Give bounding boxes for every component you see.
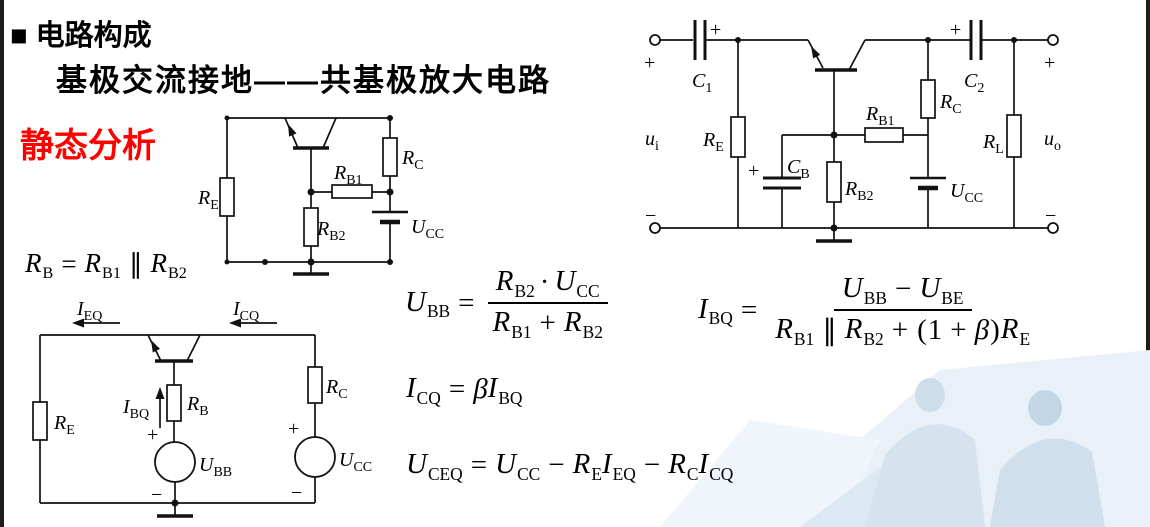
junction-dots <box>735 37 1017 232</box>
minus-sign: − <box>291 482 302 504</box>
transistor <box>147 334 201 385</box>
minus-sign: − <box>645 205 656 227</box>
subtitle: 基极交流接地——共基极放大电路 <box>56 63 551 98</box>
label-re: RE <box>702 129 724 155</box>
resistor-rb1: RB1 <box>834 103 928 143</box>
label-ucc: UCC <box>411 216 444 242</box>
junction-dot <box>171 499 179 507</box>
junction-dots <box>224 115 394 266</box>
current-arrow-icq: ICQ <box>229 298 277 328</box>
page-title: ■ 电路构成 <box>10 20 152 52</box>
label-rb1: RB1 <box>865 103 895 129</box>
resistor-rb2: RB2 <box>826 135 874 228</box>
label-rb2: RB2 <box>844 178 874 204</box>
label-icq: ICQ <box>232 298 259 324</box>
capacitor-cb: + CB <box>748 134 834 228</box>
capacitor-c2: + C2 <box>950 19 984 96</box>
resistor-rc: RC <box>920 40 962 178</box>
label-rc: RC <box>939 91 962 117</box>
transistor <box>284 117 337 192</box>
capacitor-c1: + C1 <box>692 19 721 96</box>
label-ubb: UBB <box>199 454 232 480</box>
resistor-re: RE <box>32 335 75 503</box>
plus-sign: + <box>288 418 299 440</box>
thevenin-circuit-svg: IEQ ICQ RB IBQ + UBB − RE RC <box>32 298 372 518</box>
label-re: RE <box>197 187 219 213</box>
resistor-rc: RC <box>382 118 424 192</box>
battery-ucc: UCC <box>910 176 983 228</box>
label-c1: C1 <box>692 70 712 96</box>
current-arrow-ibq: IBQ <box>122 387 165 428</box>
label-ibq: IBQ <box>122 396 149 422</box>
label-ucc: UCC <box>339 449 372 475</box>
dc-equivalent-circuit-svg: RE RC RB1 RB2 UCC <box>197 115 444 276</box>
battery-ucc: UCC <box>372 192 444 262</box>
label-uo: uo <box>1044 128 1061 154</box>
label-ieq: IEQ <box>76 298 102 324</box>
current-arrow-ieq: IEQ <box>72 298 120 328</box>
resistor-rb1: RB1 <box>311 162 390 199</box>
resistor-re: RE <box>702 40 746 228</box>
right-border <box>1146 0 1150 527</box>
minus-sign: − <box>1045 205 1056 227</box>
label-c2: C2 <box>964 70 984 96</box>
section-label: 静态分析 <box>20 127 156 165</box>
resistor-re: RE <box>197 118 235 262</box>
label-rl: RL <box>982 131 1004 157</box>
voltage-source-ubb: + UBB − <box>147 424 232 506</box>
background-watermark <box>660 350 1150 527</box>
label-ui: ui <box>645 128 659 154</box>
resistor-rc: RC <box>307 335 348 437</box>
transistor <box>807 39 866 135</box>
label-rb: RB <box>186 393 209 419</box>
plus-sign: + <box>644 52 655 74</box>
resistor-rl: RL <box>982 40 1022 228</box>
label-rb1: RB1 <box>333 162 363 188</box>
resistor-rb: RB <box>166 384 209 442</box>
label-ucc: UCC <box>950 180 983 206</box>
label-rc: RC <box>401 147 424 173</box>
resistor-rb2: RB2 <box>303 192 346 262</box>
label-rb2: RB2 <box>316 218 346 244</box>
output-terminals: + − <box>1044 34 1059 234</box>
plus-sign: + <box>748 160 759 182</box>
plus-sign: + <box>710 19 721 41</box>
label-rc: RC <box>325 376 348 402</box>
label-re: RE <box>53 412 75 438</box>
voltage-source-ucc: + UCC − <box>288 418 372 504</box>
input-terminals: + − <box>644 34 661 234</box>
amplifier-circuit-svg: + − + C1 ui RE + CB RB1 RB2 RC <box>644 19 1061 243</box>
left-border <box>0 0 4 527</box>
plus-sign: + <box>1044 52 1055 74</box>
plus-sign: + <box>950 19 961 41</box>
plus-sign: + <box>147 424 158 446</box>
label-cb: CB <box>787 156 810 182</box>
minus-sign: − <box>151 484 162 506</box>
formula-rb: RB=RB1∥RB2 <box>25 248 187 283</box>
